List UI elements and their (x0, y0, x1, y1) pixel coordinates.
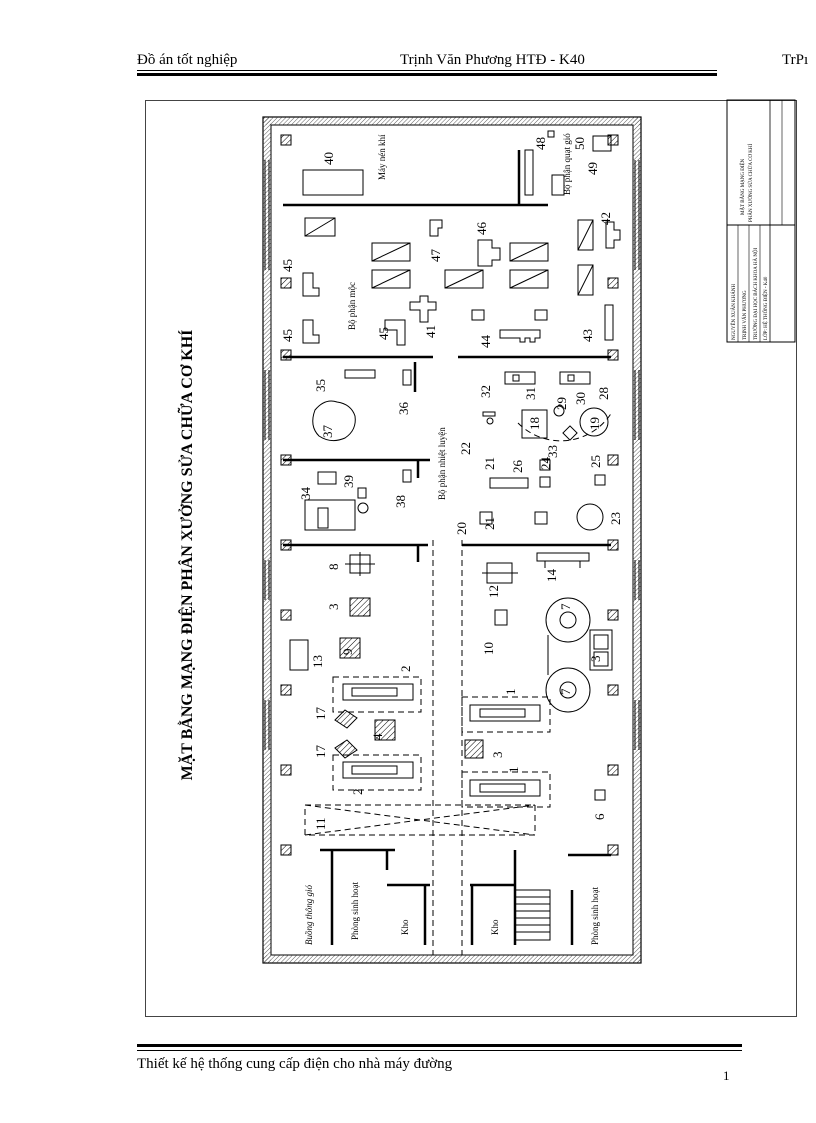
machine-number: 7 (558, 688, 573, 695)
title-block-row: MẶT BẰNG MẠNG ĐIỆN (739, 158, 746, 215)
machine-number: 1 (506, 767, 521, 774)
title-block: MẶT BẰNG MẠNG ĐIỆN PHÂN XƯỞNG SỬA CHỮA C… (726, 99, 796, 343)
machine-number: 24 (538, 457, 553, 471)
machine-number: 41 (423, 325, 438, 338)
machine-number: 40 (321, 152, 336, 165)
machine-number: 36 (396, 402, 411, 416)
zone-label-bo-phan-moc: Bộ phận mộc (347, 282, 357, 330)
machine-number: 3 (326, 604, 341, 611)
title-block-row: TRƯỜNG ĐẠI HỌC BÁCH KHOA HÀ NỘI (753, 247, 759, 340)
page-number: 1 (723, 1068, 730, 1083)
machine-number: 28 (596, 387, 611, 400)
machine-number: 42 (598, 212, 613, 225)
wall-windows (264, 160, 640, 750)
machine-number: 17 (313, 707, 328, 721)
machine-number: 8 (326, 564, 341, 571)
machine-number: 47 (428, 249, 443, 263)
machine-number: 33 (545, 445, 560, 458)
machine-number: 35 (313, 379, 328, 392)
machine-number: 49 (585, 162, 600, 175)
machine-number: 2 (398, 666, 413, 673)
zone-label-kho-2: Kho (490, 919, 500, 935)
footer-rule-thin (137, 1050, 742, 1051)
machine-number: 37 (320, 425, 335, 439)
title-block-row: PHÂN XƯỞNG SỬA CHỮA CƠ KHÍ (748, 143, 754, 222)
machine-number: 23 (608, 512, 623, 525)
machine-number: 45 (280, 259, 295, 272)
machine-number: 19 (587, 417, 602, 430)
machine-number: 39 (341, 475, 356, 488)
machine-number: 11 (313, 817, 328, 830)
machine-number: 20 (454, 522, 469, 535)
machine-number: 32 (478, 385, 493, 398)
footer-text: Thiết kế hệ thống cung cấp điện cho nhà … (137, 1056, 453, 1072)
drawing-frame (145, 100, 797, 1017)
header-rule-thin (137, 70, 717, 71)
machine-number: 3 (490, 752, 505, 759)
machine-number: 10 (481, 642, 496, 655)
machine-number: 3 (588, 656, 603, 663)
interior-partitions (283, 150, 611, 945)
footer-rule-thick (137, 1044, 742, 1047)
machine-number: 43 (580, 329, 595, 342)
building-walls (262, 116, 642, 964)
zone-label-kho-1: Kho (400, 919, 410, 935)
zone-label-phong-sinh-hoat-2: Phòng sinh hoạt (590, 886, 600, 945)
header-rule-thick (137, 73, 717, 76)
machine-number: 12 (486, 585, 501, 598)
machine-number: 21 (482, 457, 497, 470)
machine-number: 25 (588, 455, 603, 468)
machine-number: 21 (482, 517, 497, 530)
machine-number: 31 (523, 387, 538, 400)
zone-label-bo-phan-quat-gio: Bộ phận quạt gió (562, 133, 572, 195)
machine-number: 45 (280, 329, 295, 342)
machine-number: 7 (558, 603, 573, 610)
machine-number: 17 (313, 745, 328, 759)
drawing-title: MẶT BẰNG MẠNG ĐIỆN PHÂN XƯỞNG SỬA CHỮA C… (176, 330, 196, 781)
machine-number: 1 (503, 689, 518, 696)
machine-number: 48 (533, 137, 548, 150)
zone-label-bo-phan-nhiet-luyen: Bộ phận nhiệt luyện (437, 427, 447, 500)
machine-number: 26 (510, 460, 525, 474)
machine-number: 50 (572, 137, 587, 150)
machine-number: 14 (544, 569, 559, 583)
zone-label-phong-sinh-hoat-1: Phòng sinh hoạt (350, 881, 360, 940)
machine-number: 9 (340, 649, 355, 656)
machine-number: 6 (592, 813, 607, 820)
header-author: Trịnh Văn Phương HTĐ - K40 (400, 52, 585, 68)
title-block-row: LỚP: HỆ THỐNG ĐIỆN - K40 (763, 276, 769, 340)
title-block-row: NGUYỄN XUÂN KHÁNH (731, 284, 737, 340)
machine-number: 4 (370, 733, 385, 740)
machine-number: 44 (478, 335, 493, 349)
building-columns (280, 134, 619, 856)
machine-number: 13 (310, 655, 325, 668)
machine-number: 30 (573, 392, 588, 405)
machine-number: 22 (458, 442, 473, 455)
cable-route-dashed (304, 411, 613, 955)
header-right: TrPı (782, 52, 809, 68)
zone-label-buong-thong-gio: Buồng thông gió (304, 885, 314, 945)
equipment-symbols (289, 130, 621, 941)
header-left: Đồ án tốt nghiệp (137, 52, 238, 68)
machine-number: 29 (554, 397, 569, 410)
machine-number: 46 (474, 222, 489, 236)
machine-number: 18 (527, 417, 542, 430)
zone-label-may-nen-khi: Máy nén khí (377, 134, 387, 180)
machine-number: 38 (393, 495, 408, 508)
machine-number: 34 (298, 487, 313, 501)
title-block-row: TRỊNH VĂN PHƯƠNG (742, 290, 748, 340)
machine-number: 45 (376, 327, 391, 340)
machine-number: 2 (350, 789, 365, 796)
